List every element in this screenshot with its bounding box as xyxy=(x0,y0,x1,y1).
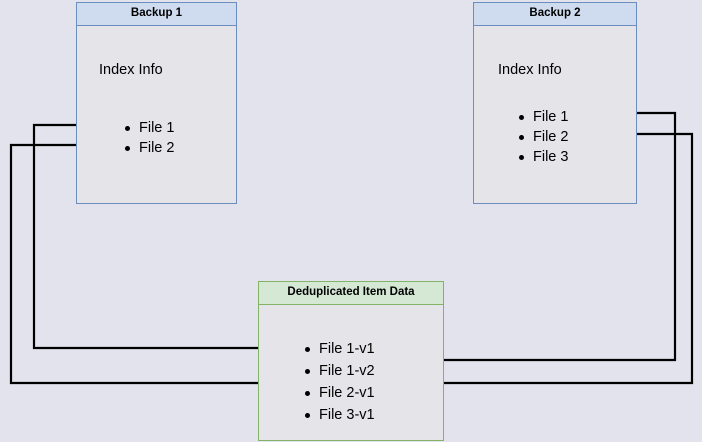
backup-2-body: Index Info File 1 File 2 File 3 xyxy=(474,26,636,203)
deduplicated-item-data-box[interactable]: Deduplicated Item Data File 1-v1 File 1-… xyxy=(258,281,444,441)
backup-2-index-info-label: Index Info xyxy=(498,62,562,78)
backup-2-title: Backup 2 xyxy=(474,3,636,26)
deduplicated-item-data-title: Deduplicated Item Data xyxy=(259,282,443,305)
dedup-item: File 2-v1 xyxy=(302,382,375,404)
backup-2-box[interactable]: Backup 2 Index Info File 1 File 2 File 3 xyxy=(473,2,637,204)
dedup-item: File 1-v2 xyxy=(302,360,375,382)
backup-1-file-item: File 2 xyxy=(122,138,174,158)
deduplicated-item-data-body: File 1-v1 File 1-v2 File 2-v1 File 3-v1 xyxy=(259,305,443,440)
backup-1-body: Index Info File 1 File 2 xyxy=(77,26,236,203)
backup-2-file-item: File 2 xyxy=(516,127,568,147)
backup-1-box[interactable]: Backup 1 Index Info File 1 File 2 xyxy=(76,2,237,204)
backup-1-file-item: File 1 xyxy=(122,118,174,138)
backup-1-file-list: File 1 File 2 xyxy=(122,118,174,158)
deduplicated-item-list: File 1-v1 File 1-v2 File 2-v1 File 3-v1 xyxy=(302,338,375,426)
dedup-item: File 1-v1 xyxy=(302,338,375,360)
dedup-item: File 3-v1 xyxy=(302,404,375,426)
backup-2-file-list: File 1 File 2 File 3 xyxy=(516,107,568,167)
backup-2-file-item: File 3 xyxy=(516,147,568,167)
backup-1-index-info-label: Index Info xyxy=(99,62,163,78)
backup-2-file-item: File 1 xyxy=(516,107,568,127)
backup-1-title: Backup 1 xyxy=(77,3,236,26)
